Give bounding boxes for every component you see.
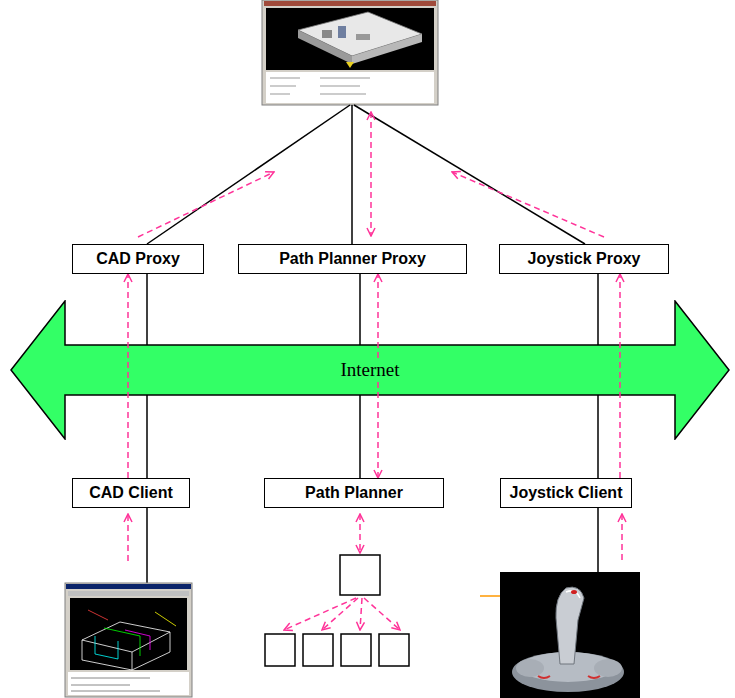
orange-mark [480, 595, 500, 597]
grip-highlight [566, 591, 580, 598]
planner-module [303, 634, 333, 666]
box-label: Path Planner Proxy [279, 250, 426, 268]
data-flow-arrow [452, 172, 604, 237]
simulator-screenshot [262, 0, 438, 105]
command-line [71, 691, 160, 692]
link-line [597, 508, 599, 572]
panel-row [320, 94, 366, 95]
planner-module [340, 555, 380, 595]
box-label: Joystick Proxy [528, 250, 641, 268]
data-flow-arrow [127, 514, 129, 561]
window-frame [262, 0, 438, 105]
link-line [351, 105, 353, 244]
data-flow-arrow [621, 514, 623, 560]
data-flow-arrow [284, 598, 356, 630]
info-panel [266, 72, 434, 103]
title-bar [264, 1, 436, 6]
robot-marker [346, 62, 354, 68]
planner-module [265, 634, 295, 666]
network-label: Internet [338, 359, 401, 381]
link-line [146, 395, 148, 478]
proxy-box: Path Planner Proxy [238, 244, 467, 274]
panel-row [320, 86, 360, 87]
link-line [359, 395, 361, 478]
panel-row [270, 86, 296, 87]
fire-button [571, 590, 577, 594]
command-line [71, 685, 130, 686]
box-label: CAD Proxy [96, 250, 180, 268]
data-flow-arrow [138, 172, 274, 237]
box-label: CAD Client [89, 484, 173, 502]
client-box: CAD Client [72, 478, 190, 508]
link-line [146, 508, 148, 583]
wireframe [125, 630, 150, 650]
data-flow-arrow [127, 274, 129, 478]
toolbar [68, 591, 189, 596]
link-line [597, 395, 599, 478]
box-label: Joystick Client [510, 484, 623, 502]
data-flow-arrow [619, 274, 621, 478]
data-flow-arrow [370, 112, 372, 236]
planner-module [379, 634, 409, 666]
photo-background [500, 572, 640, 698]
wireframe [88, 610, 108, 620]
command-line [71, 678, 150, 679]
room-furniture [338, 26, 346, 38]
viewport [70, 598, 187, 670]
data-flow-arrow [377, 274, 379, 478]
wireframe [104, 628, 140, 656]
title-bar [66, 584, 191, 589]
room-furniture [322, 30, 332, 38]
throttle-pad [594, 659, 622, 677]
data-flow-arrow [364, 598, 400, 630]
data-flow-arrow [360, 598, 362, 630]
wireframe [82, 640, 132, 670]
room-floor [298, 12, 422, 56]
planner-box: Path Planner [264, 478, 444, 508]
room-wall [352, 34, 422, 64]
box-label: Path Planner [305, 484, 403, 502]
wireframe [155, 612, 176, 626]
wireframe [132, 632, 170, 670]
window-frame [65, 583, 192, 697]
panel-row [320, 78, 370, 79]
planner-module [341, 634, 371, 666]
command-area [68, 672, 189, 695]
proxy-box: Joystick Proxy [499, 244, 669, 274]
throttle-pad [516, 659, 544, 677]
data-flow-arrow [359, 514, 361, 553]
joystick-grip [556, 587, 584, 664]
network-band: Internet [10, 300, 730, 440]
base-accent [588, 676, 600, 678]
data-flow-arrow [322, 598, 358, 630]
panel-row [270, 78, 300, 79]
proxy-box: CAD Proxy [72, 244, 204, 274]
base-accent [538, 676, 550, 678]
link-line [147, 105, 350, 244]
double-arrow-outline [11, 301, 729, 439]
link-line [354, 105, 585, 244]
room-furniture [356, 34, 370, 40]
link-line [359, 274, 361, 345]
panel-row [270, 94, 290, 95]
client-box: Joystick Client [500, 478, 632, 508]
link-line [146, 274, 148, 345]
wireframe [95, 636, 118, 659]
viewport [266, 8, 434, 70]
cad-screenshot [65, 583, 192, 697]
joystick-photo [500, 572, 640, 698]
link-line [597, 274, 599, 345]
